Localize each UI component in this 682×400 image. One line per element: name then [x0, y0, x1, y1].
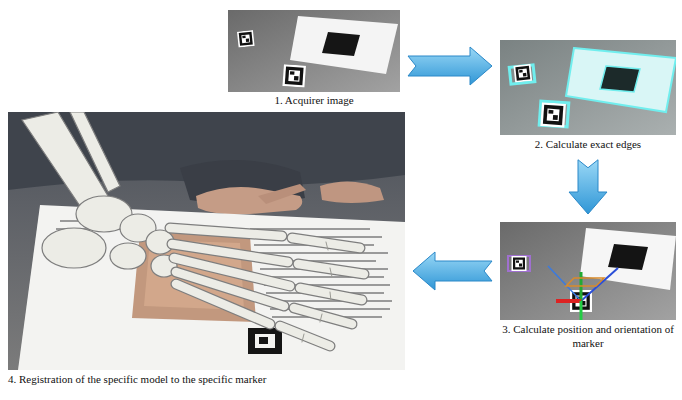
photo-augmented — [326, 242, 328, 250]
photo-augmented — [330, 268, 332, 277]
image-panel: 4. Registration of the specific model to… — [8, 112, 405, 387]
photo-pose — [608, 244, 648, 270]
image-area — [500, 222, 676, 320]
photo-augmented — [176, 284, 270, 324]
panel-caption: 2. Calculate exact edges — [500, 138, 676, 152]
photo-pose — [548, 266, 581, 301]
flow-arrow — [413, 252, 492, 290]
panel-caption: 4. Registration of the specific model to… — [8, 373, 405, 387]
panel-caption: 1. Acquirer image — [228, 94, 400, 108]
photo-augmented — [330, 292, 331, 301]
photo-augmented — [280, 326, 330, 346]
photo-augmented — [110, 243, 146, 269]
flow-arrow — [569, 160, 607, 214]
photo-edges — [539, 101, 569, 127]
image-area — [228, 10, 400, 92]
photo-augmented — [302, 242, 332, 342]
image-panel: 2. Calculate exact edges — [500, 40, 676, 152]
image-area — [8, 112, 405, 370]
image-panel: 1. Acquirer image — [228, 10, 400, 108]
photo-augmented — [302, 334, 304, 342]
photo-acquired — [290, 16, 398, 74]
flow-arrow — [408, 47, 492, 85]
photo-augmented — [256, 252, 388, 254]
image-area — [500, 40, 676, 135]
photo-pose — [512, 256, 527, 271]
photo-augmented — [170, 228, 364, 346]
photo-augmented — [170, 228, 282, 236]
photo-acquired — [228, 10, 400, 92]
photo-augmented — [255, 334, 275, 348]
photo-edges — [566, 48, 676, 112]
photo-augmented — [70, 112, 120, 192]
photo-augmented — [300, 288, 362, 300]
photo-pose — [580, 301, 583, 320]
photo-augmented — [294, 308, 352, 324]
photo-augmented — [300, 288, 362, 300]
photo-augmented — [259, 337, 268, 344]
photo-acquired — [237, 30, 255, 48]
photo-pose — [500, 222, 676, 320]
photo-augmented — [18, 205, 405, 370]
image-panel: 3. Calculate position and orientation of… — [500, 222, 676, 351]
photo-augmented — [280, 326, 330, 346]
photo-acquired — [228, 10, 400, 92]
photo-augmented — [170, 228, 282, 236]
photo-augmented — [42, 228, 106, 268]
photo-augmented — [170, 228, 364, 346]
photo-augmented — [170, 228, 364, 346]
photo-edges — [513, 64, 532, 83]
photo-pose — [500, 222, 676, 320]
photo-augmented — [8, 112, 405, 370]
photo-augmented — [258, 184, 306, 204]
photo-pose — [581, 268, 618, 301]
photo-augmented — [320, 314, 322, 322]
photo-augmented — [174, 258, 290, 286]
photo-pose — [556, 299, 581, 303]
photo-edges — [500, 40, 676, 135]
photo-edges — [600, 66, 640, 92]
photo-edges — [500, 40, 676, 135]
photo-edges — [509, 65, 535, 84]
photo-augmented — [22, 112, 177, 277]
photo-pose — [580, 228, 676, 290]
photo-pose — [508, 256, 530, 271]
photo-augmented — [8, 112, 405, 370]
photo-augmented — [248, 328, 282, 354]
photo-acquired — [282, 64, 305, 87]
photo-acquired — [322, 32, 360, 56]
photo-augmented — [294, 308, 352, 324]
photo-augmented — [320, 181, 384, 203]
panel-caption: 3. Calculate position and orientation of… — [500, 323, 676, 351]
photo-pose — [566, 278, 604, 286]
photo-edges — [540, 102, 566, 128]
